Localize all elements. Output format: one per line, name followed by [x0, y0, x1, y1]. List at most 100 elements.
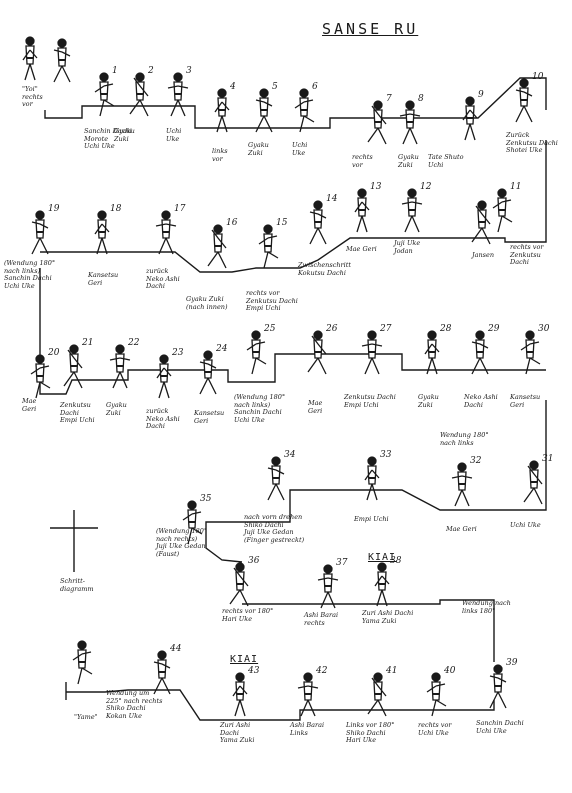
step-number: 32 — [470, 456, 482, 466]
step-figure — [252, 88, 276, 134]
note-wendung-30: Wendung 180° nach links — [440, 431, 489, 447]
note-wendung-38: Wendung nach links 180° — [462, 599, 511, 615]
step-number: 10 — [532, 72, 544, 82]
step-figure — [306, 330, 330, 376]
step-figure — [292, 88, 316, 134]
step-figure — [370, 562, 394, 608]
step-caption: Kansetsu Geri — [510, 393, 541, 409]
step-caption: (Wendung 180° nach rechts) Juji Uke Geda… — [156, 527, 208, 558]
step-figure — [366, 100, 390, 146]
step-number: 29 — [488, 324, 500, 334]
step-number: 9 — [478, 90, 484, 100]
step-caption: nach vorn drehen Shiko Dachi Juji Uke Ge… — [244, 513, 305, 544]
step-caption: rechts vor 180° Hari Uke — [222, 607, 274, 623]
step-figure — [206, 224, 230, 270]
step-number: 34 — [284, 450, 296, 460]
step-caption: Zenkutsu Dachi Empi Uchi — [60, 401, 95, 424]
step-number: 13 — [370, 182, 382, 192]
step-caption: Ashi Barai Links — [290, 721, 325, 737]
step-figure — [316, 564, 340, 610]
kiai-label-38: KIAI — [368, 552, 397, 563]
step-figure — [152, 354, 176, 400]
step-caption: Zuri Ashi Dachi Yama Zuki — [362, 609, 414, 625]
step-number: 16 — [226, 218, 238, 228]
step-figure — [360, 330, 384, 376]
schritt-diagram-cross — [50, 510, 98, 572]
step-caption: Zurück Zenkutsu Dachi Shotei Uke — [506, 131, 558, 154]
step-figure — [400, 188, 424, 234]
step-figure — [196, 350, 220, 396]
step-number: 41 — [386, 666, 398, 676]
step-caption: "Yame" — [74, 713, 98, 721]
step-number: 7 — [386, 94, 392, 104]
step-number: 18 — [110, 204, 122, 214]
step-number: 5 — [272, 82, 278, 92]
step-caption: Empi Uchi — [354, 515, 389, 523]
step-caption: rechts vor Zenkutsu Dachi Empi Uchi — [246, 289, 298, 312]
step-number: 28 — [440, 324, 452, 334]
path-row-4 — [205, 400, 547, 563]
step-number: 19 — [48, 204, 60, 214]
step-number: 22 — [128, 338, 140, 348]
step-caption: rechts vor — [352, 153, 373, 169]
step-figure — [486, 664, 510, 710]
step-figure — [518, 330, 542, 376]
step-caption: zurück Neko Ashi Dachi — [146, 407, 180, 430]
step-figure — [108, 344, 132, 390]
step-number: 24 — [216, 344, 228, 354]
step-caption: (Wendung 180° nach links) Sanchin Dachi … — [4, 259, 56, 290]
step-figure — [490, 188, 514, 234]
step-number: 15 — [276, 218, 288, 228]
step-figure — [306, 200, 330, 246]
step-figure — [180, 500, 204, 546]
step-number: 38 — [390, 556, 402, 566]
step-number: 40 — [444, 666, 456, 676]
step-caption: Gyaku Zuki — [418, 393, 439, 409]
step-number: 1 — [112, 66, 118, 76]
step-number: 11 — [510, 182, 522, 192]
step-figure — [256, 224, 280, 270]
step-figure — [470, 200, 494, 246]
step-figure — [398, 100, 422, 146]
schritt-diagram-label: Schritt- diagramm — [60, 577, 94, 593]
step-figure — [360, 456, 384, 502]
path-row-5 — [242, 599, 495, 662]
step-number: 31 — [542, 454, 554, 464]
step-caption: links vor — [212, 147, 228, 163]
step-caption: Zwischenschritt Kokutsu Dachi — [298, 261, 351, 277]
step-caption: zurück Neko Ashi Dachi — [146, 267, 180, 290]
step-caption: Sanchin Dachi Uchi Uke — [476, 719, 524, 735]
step-figure — [70, 640, 94, 686]
step-caption: Mae Geri — [308, 399, 323, 415]
step-figure — [228, 672, 252, 718]
step-caption: Mae Geri — [22, 397, 37, 413]
path-row-3 — [39, 268, 546, 395]
path-row-6 — [66, 689, 495, 721]
step-number: 14 — [326, 194, 338, 204]
step-figure — [450, 462, 474, 508]
step-figure — [90, 210, 114, 256]
step-number: 20 — [48, 348, 60, 358]
step-caption: Wendung um 225° nach rechts Shiko Dachi … — [106, 689, 163, 720]
step-figure — [244, 330, 268, 376]
step-caption: Kansetsu Geri — [88, 271, 119, 287]
step-caption: Uchi Uke — [166, 127, 182, 143]
page-title: SANSE RU — [322, 20, 419, 38]
step-figure — [366, 672, 390, 718]
path-row-1 — [44, 77, 547, 129]
step-caption: Uchi Uke — [510, 521, 541, 529]
step-caption: Kansetsu Geri — [194, 409, 225, 425]
step-number: 39 — [506, 658, 518, 668]
step-caption: Zenkutsu Dachi Empi Uchi — [344, 393, 396, 409]
step-number: 42 — [316, 666, 328, 676]
step-caption: Ashi Barai rechts — [304, 611, 339, 627]
step-figure — [350, 188, 374, 234]
step-number: 6 — [312, 82, 318, 92]
step-figure — [166, 72, 190, 118]
step-number: 30 — [538, 324, 550, 334]
step-number: 35 — [200, 494, 212, 504]
step-number: 17 — [174, 204, 186, 214]
step-caption: (Wendung 180° nach links) Sanchin Dachi … — [234, 393, 286, 424]
